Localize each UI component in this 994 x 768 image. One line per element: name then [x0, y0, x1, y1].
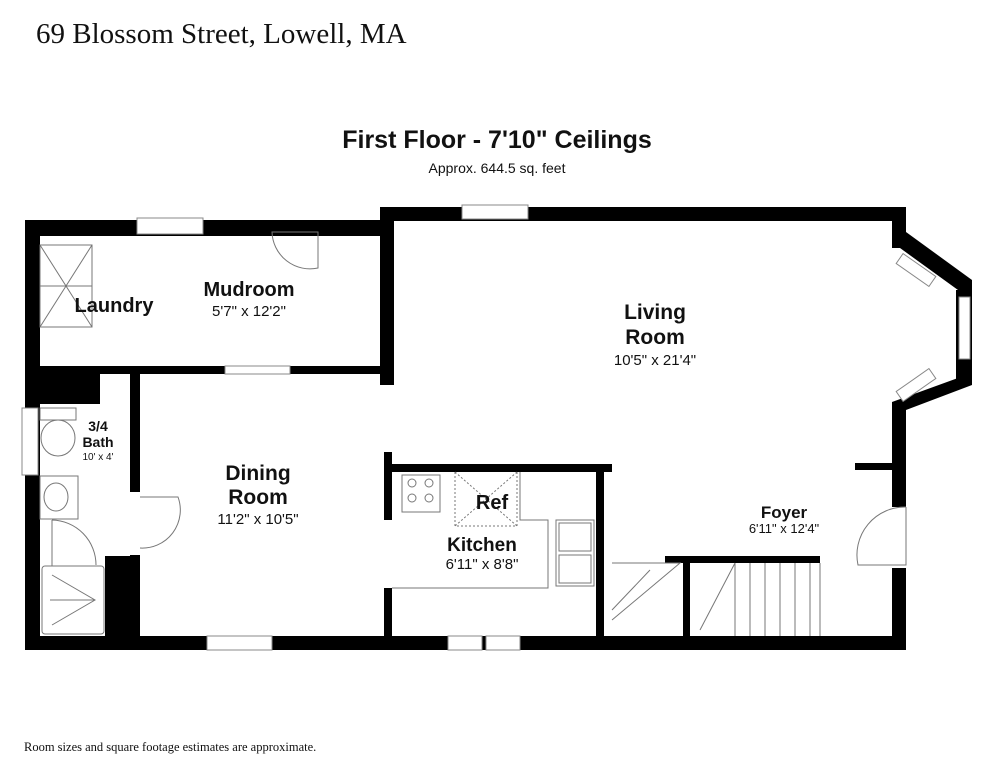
room-labels: Laundry Mudroom 5'7" x 12'2" Living Room… — [75, 279, 820, 573]
walls — [25, 207, 972, 650]
dining-label-1: Dining — [225, 462, 290, 485]
floor-area: Approx. 644.5 sq. feet — [428, 160, 566, 176]
kitchen-label: Kitchen — [447, 535, 517, 556]
kitchen-dims: 6'11" x 8'8" — [446, 556, 519, 573]
toilet-icon — [40, 419, 76, 457]
dining-label-2: Room — [228, 486, 288, 509]
ref-label: Ref — [476, 492, 509, 514]
foyer-label: Foyer — [761, 503, 808, 522]
floor-title: First Floor - 7'10" Ceilings — [342, 126, 652, 154]
property-address: 69 Blossom Street, Lowell, MA — [36, 18, 407, 50]
mudroom-dims: 5'7" x 12'2" — [212, 303, 286, 320]
foyer-dims: 6'11" x 12'4" — [749, 521, 820, 536]
fixtures — [39, 244, 821, 636]
mudroom-label: Mudroom — [203, 279, 294, 301]
disclaimer-note: Room sizes and square footage estimates … — [24, 740, 317, 754]
bath-label-2: Bath — [82, 434, 113, 450]
living-label-2: Room — [625, 326, 685, 349]
dining-dims: 11'2" x 10'5" — [217, 511, 298, 528]
doors — [51, 231, 907, 621]
windows — [21, 204, 971, 651]
fridge-outline — [454, 471, 518, 527]
stairs — [699, 562, 821, 636]
living-dims: 10'5" x 21'4" — [614, 352, 696, 369]
bath-label-1: 3/4 — [88, 418, 108, 434]
living-label-1: Living — [624, 301, 686, 324]
stove-icon — [401, 474, 441, 513]
bath-dims: 10' x 4' — [82, 452, 113, 463]
laundry-label: Laundry — [75, 295, 155, 317]
